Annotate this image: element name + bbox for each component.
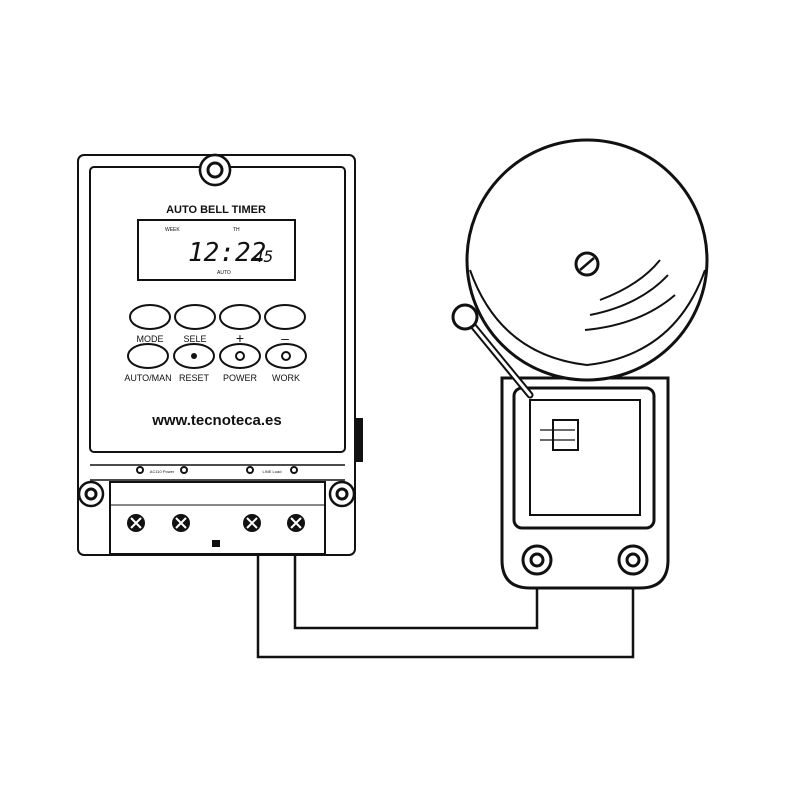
lcd-seconds: 45 — [254, 247, 273, 266]
minus-button[interactable] — [264, 304, 306, 330]
terminal-screw — [172, 514, 190, 532]
load-terminal-label: LINE Load — [263, 469, 282, 474]
bell-terminal — [617, 544, 649, 576]
electric-bell — [451, 138, 709, 590]
mode-button[interactable] — [129, 304, 171, 330]
bell-timer-unit: AUTO BELL TIMER WEEK TH 12:22 45 AUTO MO… — [77, 153, 363, 556]
auto-man-button[interactable] — [127, 343, 169, 369]
lcd-display — [137, 219, 296, 281]
sele-button-label: SELE — [183, 334, 206, 344]
lcd-week-label: WEEK — [165, 227, 180, 233]
terminal-screw — [127, 514, 145, 532]
wire-inner — [293, 555, 539, 630]
minus-button-label: – — [281, 330, 289, 346]
wire-outer — [256, 555, 635, 659]
power-led-icon — [235, 351, 245, 361]
auto-man-button-label: AUTO/MAN — [124, 373, 171, 383]
power-terminal-label: AC110 Power — [150, 469, 175, 474]
reset-button[interactable] — [173, 343, 215, 369]
lcd-auto-label: AUTO — [217, 270, 231, 276]
work-button[interactable] — [265, 343, 307, 369]
timer-title: AUTO BELL TIMER — [166, 204, 266, 216]
terminal-screw — [287, 514, 305, 532]
mode-button-label: MODE — [137, 334, 164, 344]
power-button[interactable] — [219, 343, 261, 369]
side-switch — [355, 418, 363, 462]
reset-dot-icon — [191, 353, 197, 359]
indicator-square — [212, 540, 220, 547]
terminal-block — [109, 481, 326, 555]
work-led-icon — [281, 351, 291, 361]
connecting-wires — [256, 555, 635, 659]
button-row-bottom: AUTO/MAN RESET POWER WORK — [124, 343, 307, 383]
watermark-url: www.tecnoteca.es — [151, 412, 282, 429]
terminal-screws — [127, 514, 305, 532]
bell-terminals — [521, 544, 649, 576]
lcd-th-label: TH — [233, 227, 240, 233]
work-button-label: WORK — [272, 373, 300, 383]
reset-button-label: RESET — [179, 373, 210, 383]
sele-button[interactable] — [174, 304, 216, 330]
button-row-top: MODE SELE + – — [129, 304, 306, 346]
power-button-label: POWER — [223, 373, 258, 383]
plus-button-label: + — [236, 330, 244, 346]
lcd-time: 12:22 — [188, 238, 266, 268]
bell-terminal — [521, 544, 553, 576]
terminal-screw — [243, 514, 261, 532]
plus-button[interactable] — [219, 304, 261, 330]
bell-hammer-head — [451, 303, 479, 331]
